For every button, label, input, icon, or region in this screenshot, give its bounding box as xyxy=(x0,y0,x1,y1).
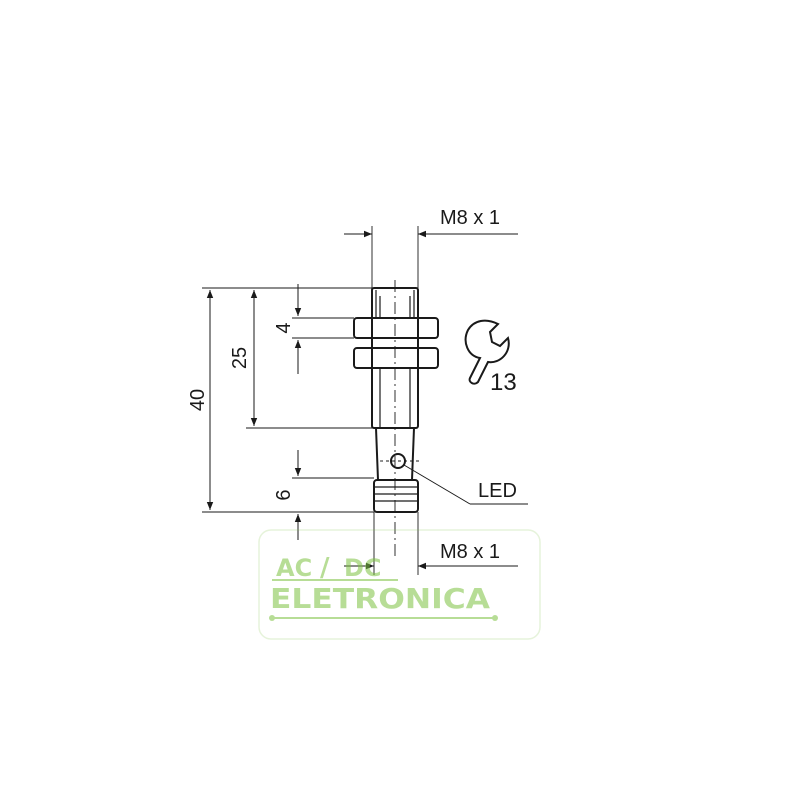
thread-length-label: 25 xyxy=(229,347,251,369)
sensor-body xyxy=(353,280,439,560)
nut-lower xyxy=(353,347,439,369)
total-length-label: 40 xyxy=(187,389,209,411)
dim-nut-thickness: 4 xyxy=(273,284,354,374)
connector-length-label: 6 xyxy=(273,489,295,500)
nut-upper xyxy=(353,317,439,339)
dim-bottom-thread: M8 x 1 xyxy=(344,512,518,575)
watermark-eletronica: ELETRONICA xyxy=(270,582,490,615)
nut-thickness-label: 4 xyxy=(273,322,295,333)
top-thread-label: M8 x 1 xyxy=(440,207,500,229)
bottom-thread-label: M8 x 1 xyxy=(440,541,500,563)
dim-top-thread: M8 x 1 xyxy=(344,207,518,288)
led-callout: LED xyxy=(403,464,528,505)
watermark-slash: / xyxy=(320,553,330,583)
wrench-size-label: 13 xyxy=(490,369,517,396)
wrench-icon xyxy=(464,319,510,385)
led-label: LED xyxy=(478,480,517,502)
watermark-frame xyxy=(258,529,541,640)
dim-connector-length: 6 xyxy=(273,450,374,540)
dim-thread-length: 25 xyxy=(229,290,376,429)
watermark-logo: AC / DC ELETRONICA xyxy=(258,529,541,640)
neck xyxy=(375,427,415,481)
watermark-dc: DC xyxy=(344,554,382,582)
dim-total-length: 40 xyxy=(187,287,374,513)
watermark-ac: AC xyxy=(276,554,312,582)
connector xyxy=(373,479,419,513)
